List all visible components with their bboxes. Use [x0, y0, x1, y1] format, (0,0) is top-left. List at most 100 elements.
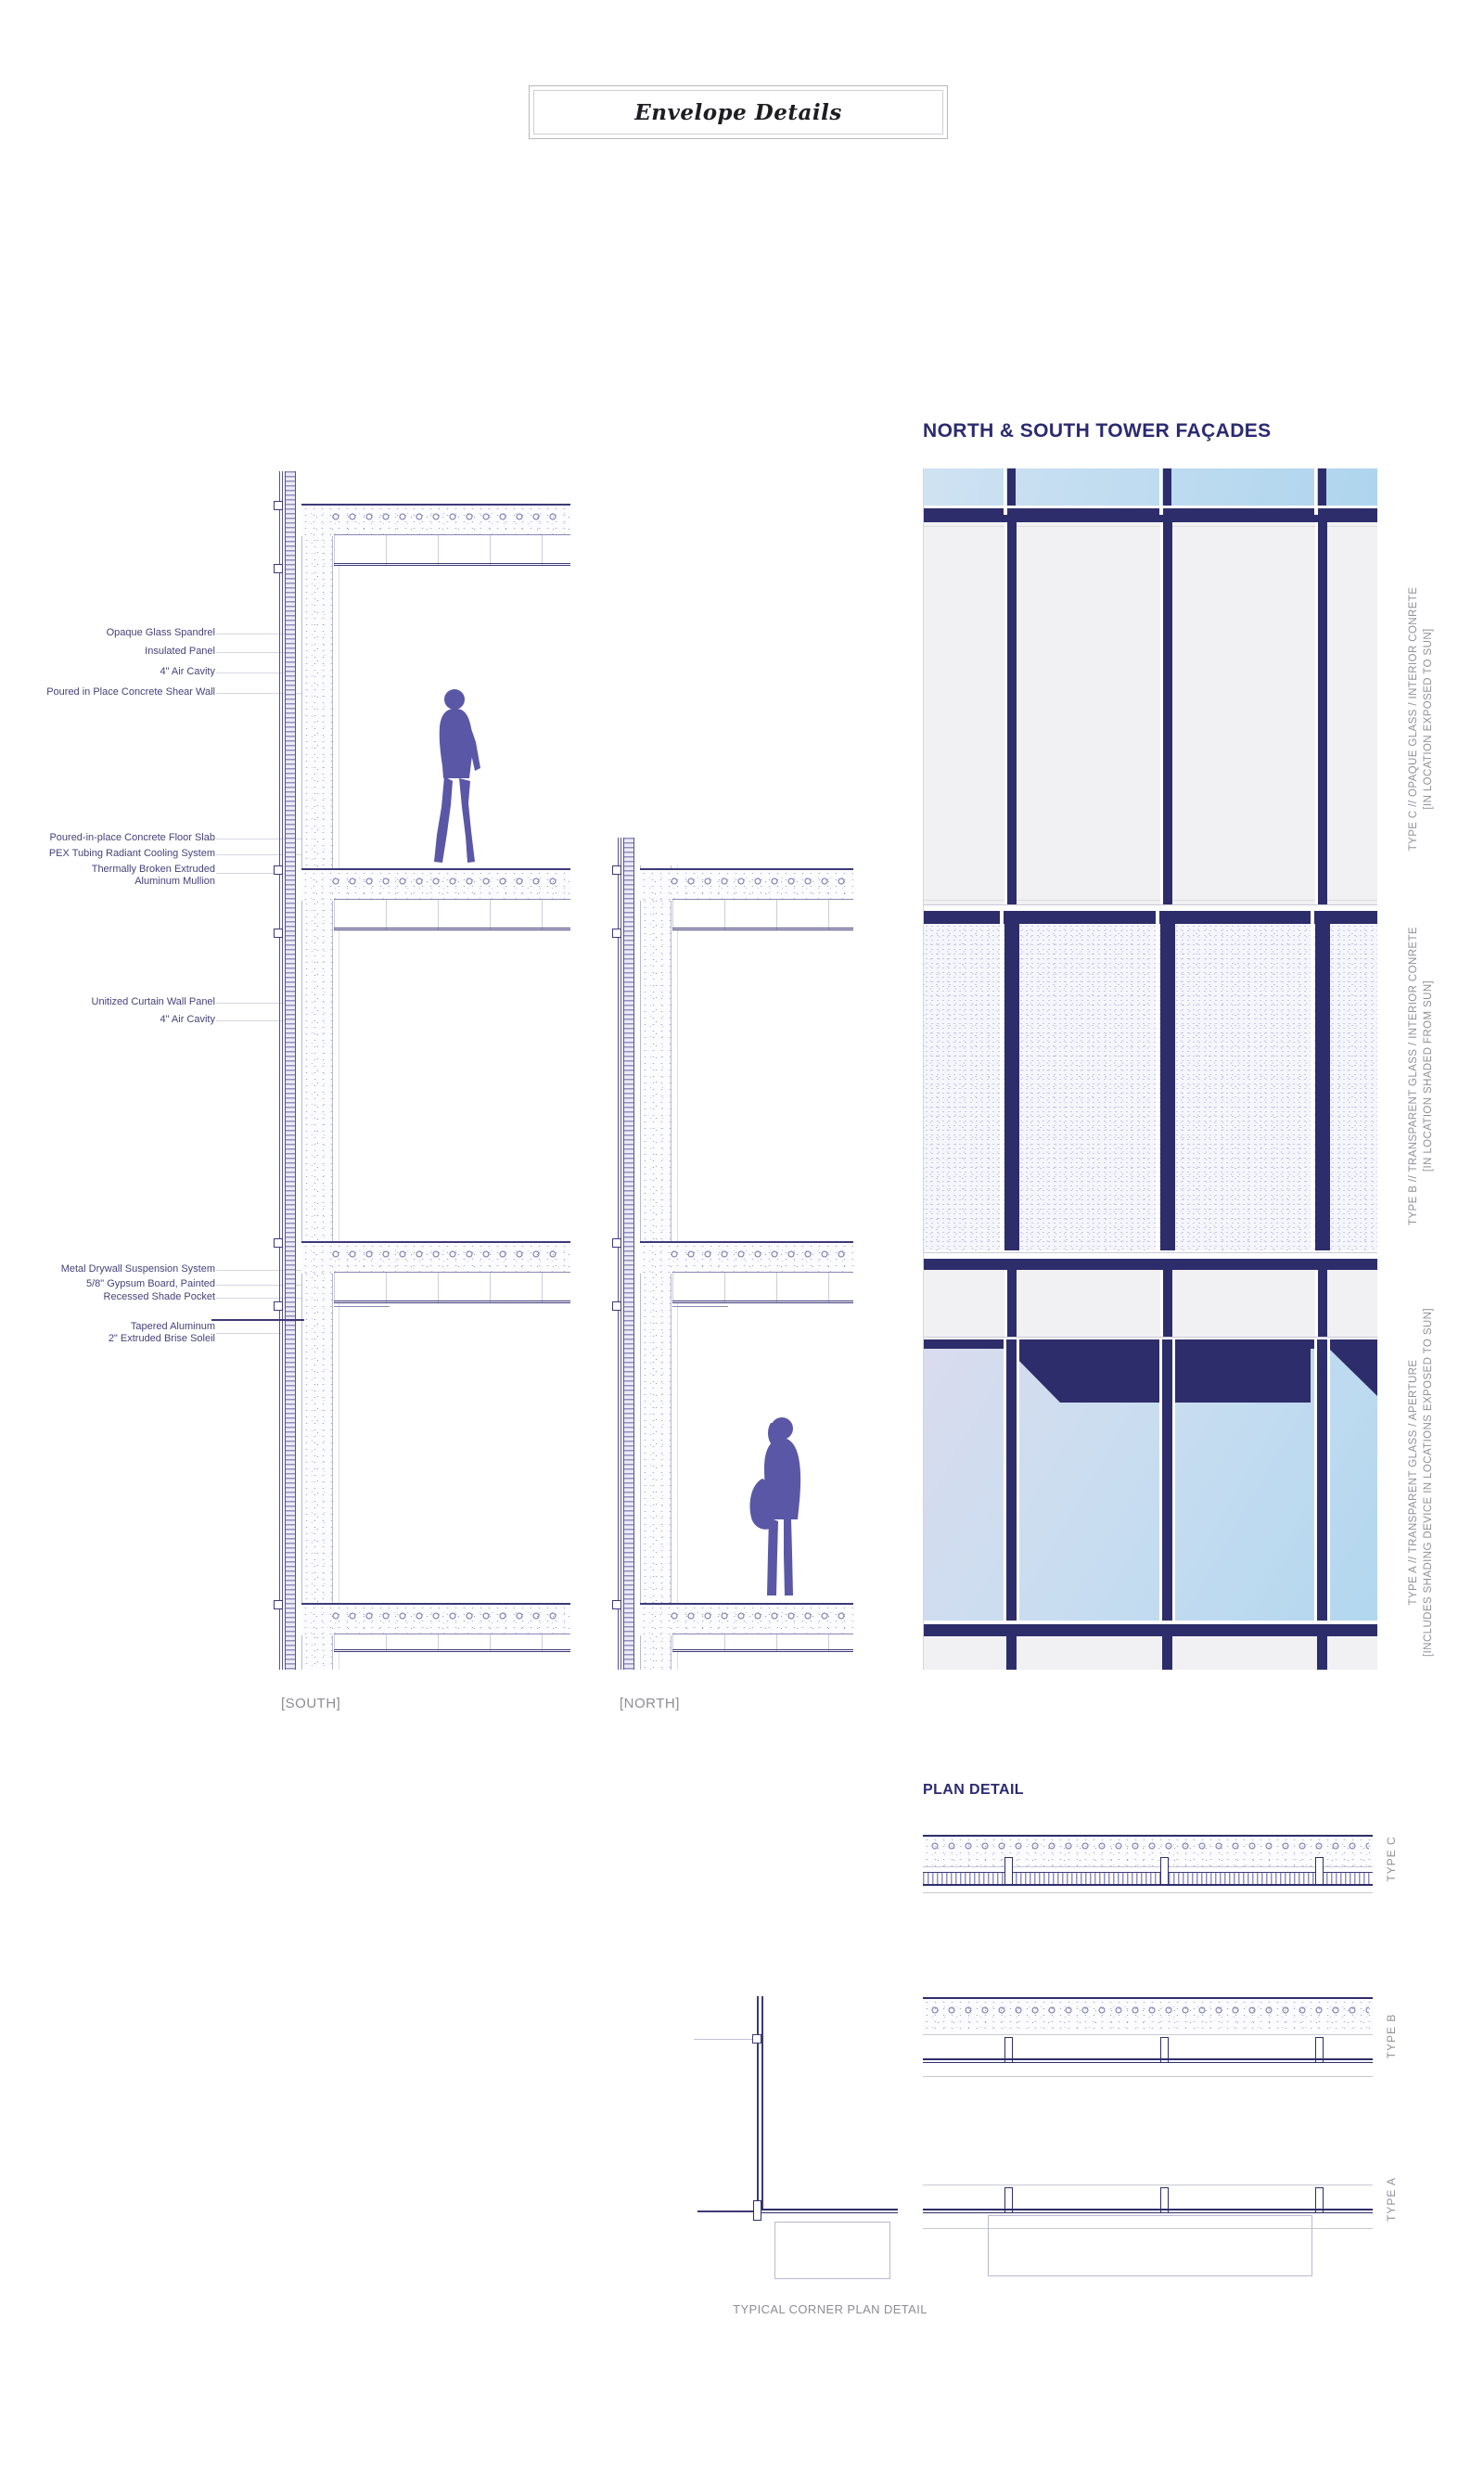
pex-tubing-row	[327, 1611, 563, 1621]
ceiling-assembly	[672, 1272, 853, 1303]
glazing-hatch-strip	[285, 471, 296, 1670]
mullion-anchor	[612, 1600, 621, 1609]
pex-tubing-row	[666, 1249, 846, 1259]
mullion-anchor	[274, 929, 283, 938]
annotation-pex-tubing: PEX Tubing Radiant Cooling System	[48, 848, 215, 859]
recessed-shade-pocket	[334, 1306, 390, 1307]
leader-line	[216, 873, 285, 874]
glazing-hatch-strip	[623, 838, 634, 1670]
mullion-line	[279, 471, 280, 1670]
annotation-shear-wall: Poured in Place Concrete Shear Wall	[46, 686, 215, 698]
corner-post	[753, 2200, 761, 2221]
annotation-thermally-broken-2: Aluminum Mullion	[134, 876, 215, 887]
facade-elevation	[923, 468, 1377, 1670]
shading-device-plan-outline	[988, 2215, 1312, 2276]
mullion-anchor	[612, 1238, 621, 1248]
mullion-line	[618, 838, 619, 1670]
sheet-title: Envelope Details	[634, 99, 842, 125]
pex-tubing-row	[666, 877, 846, 886]
human-figure-north	[749, 1417, 801, 1595]
brise-soleil	[211, 1319, 304, 1321]
title-box: Envelope Details	[529, 85, 948, 139]
mullion-anchor	[274, 1301, 283, 1311]
mullion-anchor	[612, 929, 621, 938]
annotation-drywall-suspension: Metal Drywall Suspension System	[60, 1263, 215, 1275]
pex-tubing-row	[327, 1249, 563, 1259]
plan-type-b-label: TYPE B	[1385, 2013, 1398, 2059]
mullion-line	[620, 838, 621, 1670]
pex-tubing-row	[327, 512, 563, 521]
shading-device-shadow	[924, 1339, 1377, 1349]
facade-spandrel-band	[924, 1259, 1377, 1270]
mullion-anchor	[274, 1238, 283, 1248]
corner-mullion-line	[761, 1996, 763, 2210]
ceiling-assembly	[334, 1272, 570, 1303]
annotation-insulated-panel: Insulated Panel	[145, 646, 215, 657]
concrete-shear-wall	[301, 505, 333, 1670]
leader-line	[216, 1003, 290, 1004]
mullion-anchor	[274, 1600, 283, 1609]
annotation-brise-soleil-2: 2" Extruded Brise Soleil	[108, 1333, 215, 1344]
leader-line	[216, 1270, 304, 1271]
ceiling-assembly	[334, 899, 570, 930]
mullion-anchor	[274, 865, 283, 875]
leader-line	[216, 854, 309, 855]
floor-slab	[640, 1241, 853, 1274]
floor-slab	[301, 504, 570, 536]
facade-type-b-panel	[924, 924, 1377, 1250]
floor-slab	[640, 1603, 853, 1635]
leader-line	[216, 1285, 307, 1286]
corner-glass-line	[757, 2209, 898, 2210]
south-wall-section	[211, 471, 570, 1670]
leader-line	[216, 1298, 310, 1299]
corner-shading-outline	[774, 2222, 890, 2279]
north-wall-section	[612, 838, 855, 1670]
corner-glass-line	[757, 2212, 898, 2213]
ceiling-assembly	[672, 1634, 853, 1652]
recessed-shade-pocket	[672, 1306, 728, 1307]
corner-plan-detail	[686, 1994, 918, 2310]
ceiling-assembly	[672, 899, 853, 930]
corner-mullion-line	[757, 1996, 759, 2210]
pex-tubing-row	[327, 877, 563, 886]
floor-slab	[301, 1241, 570, 1274]
facade-spandrel-band	[924, 911, 1377, 924]
annotation-gypsum-board: 5/8" Gypsum Board, Painted	[85, 1278, 215, 1289]
corner-brise-soleil	[697, 2210, 757, 2212]
plan-detail-strips	[923, 1809, 1373, 2291]
shading-device-shadow	[1007, 1349, 1311, 1403]
corner-plan-caption: TYPICAL CORNER PLAN DETAIL	[733, 2302, 928, 2316]
annotation-floor-slab: Poured-in-place Concrete Floor Slab	[49, 832, 215, 843]
facade-bottom-strip	[924, 1636, 1377, 1670]
corner-tick-line	[694, 2039, 759, 2040]
floor-slab	[640, 868, 853, 901]
facade-type-b-label: TYPE B // TRANSPARENT GLASS / INTERIOR C…	[1408, 927, 1434, 1225]
mullion-anchor	[274, 564, 283, 573]
mullion-line	[282, 471, 283, 1670]
facade-spandrel-band	[924, 508, 1377, 522]
mullion-anchor	[612, 865, 621, 875]
title-inner-border: Envelope Details	[533, 90, 943, 135]
leader-line	[216, 693, 305, 694]
annotation-thermally-broken-1: Thermally Broken Extruded	[91, 864, 215, 875]
facades-heading: NORTH & SOUTH TOWER FAÇADES	[923, 420, 1272, 442]
pex-tubing-row	[666, 1611, 846, 1621]
plan-detail-heading: PLAN DETAIL	[923, 1782, 1024, 1798]
facade-intermediate-strip	[924, 1270, 1377, 1337]
facade-type-a-label: TYPE A // TRANSPARENT GLASS / APERTURE […	[1408, 1308, 1434, 1657]
floor-slab	[301, 1603, 570, 1635]
south-section-label: [SOUTH]	[281, 1696, 341, 1711]
plan-type-c-strip	[923, 1835, 1373, 1837]
plan-type-b-strip	[923, 1997, 1373, 1999]
ceiling-assembly	[334, 534, 570, 566]
ceiling-assembly	[334, 1634, 570, 1652]
human-figure-south	[434, 689, 480, 863]
mullion-anchor	[612, 1301, 621, 1311]
facade-type-c-panel	[924, 522, 1377, 904]
leader-line	[216, 1333, 281, 1334]
leader-line	[216, 652, 291, 653]
facade-glass-band-top	[924, 468, 1377, 506]
annotation-opaque-glass-spandrel: Opaque Glass Spandrel	[106, 627, 215, 638]
annotation-brise-soleil-1: Tapered Aluminum	[130, 1321, 215, 1332]
